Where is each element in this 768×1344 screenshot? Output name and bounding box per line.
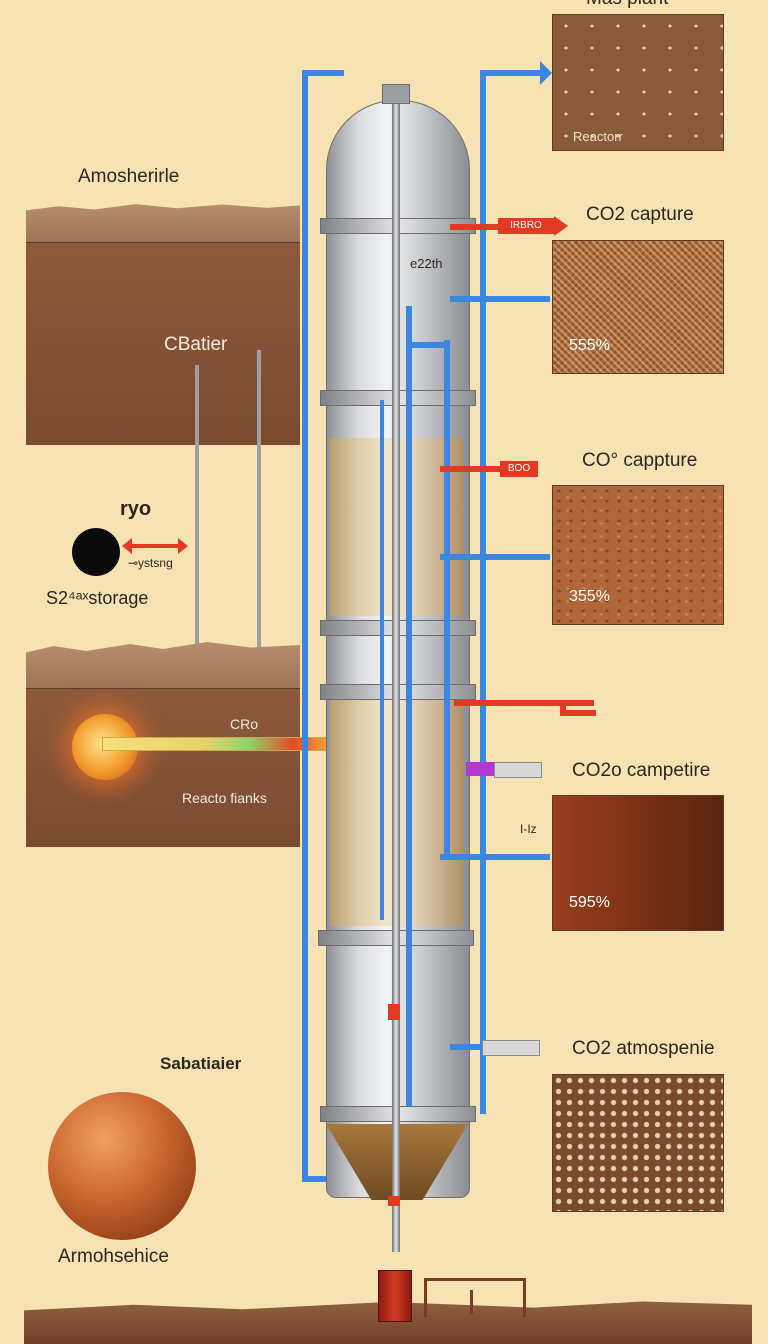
left-outer-pipe-top xyxy=(302,70,344,76)
bench-frame xyxy=(424,1278,526,1317)
storage-sphere-icon xyxy=(72,528,120,576)
purple-tag xyxy=(466,762,494,776)
atmosphere-label: Amosherirle xyxy=(78,166,180,187)
red-tag-mid: BOO xyxy=(500,461,538,477)
inner-pipe-elbow xyxy=(406,342,450,348)
column-tag: e22th xyxy=(410,256,443,271)
panel-3-title: CO° cappture xyxy=(582,450,698,471)
panel-2-title: CO2 capture xyxy=(586,204,694,225)
panel-reactor-caption: Reactorr xyxy=(573,129,623,144)
panel-2-pct: 555% xyxy=(569,337,610,354)
double-arrow-right-head xyxy=(178,538,188,554)
right-outer-pipe-vertical xyxy=(480,70,486,1114)
left-outer-pipe-vertical xyxy=(302,70,308,1182)
panel-reactor: Reactorr xyxy=(552,14,724,151)
panel-4-title: CO2o campetire xyxy=(572,760,711,781)
right-outer-arrow-head xyxy=(540,61,552,85)
top-plant-label: Mas plant xyxy=(586,0,668,10)
connector-pipe-2 xyxy=(440,554,550,560)
lower-grey-tag xyxy=(482,1040,540,1056)
inner-pipe-2 xyxy=(444,340,450,860)
column-top-cap xyxy=(382,84,410,104)
panel-3-pct: 355% xyxy=(569,588,610,605)
red-connector-lower-drop xyxy=(560,700,566,716)
double-arrow-left-head xyxy=(122,538,132,554)
double-arrow-icon xyxy=(130,544,178,548)
storage-label: S2⁴ᵃˣstorage xyxy=(46,588,149,608)
panel-co2-campetire: 595% xyxy=(552,795,724,931)
inner-pipe-3 xyxy=(380,400,384,920)
red-connector-top xyxy=(450,224,498,230)
sabatier-label: Sabatiaier xyxy=(160,1054,242,1073)
small-tag: I-Iz xyxy=(520,822,537,836)
column-spine xyxy=(392,92,400,1252)
bottom-valve-red-2 xyxy=(388,1196,400,1206)
down-arrow-right xyxy=(257,350,261,675)
cro-label: CRo xyxy=(230,716,259,732)
pump-base xyxy=(378,1270,412,1322)
cbatier-label: CBatier xyxy=(164,334,228,355)
connector-pipe-1 xyxy=(450,296,550,302)
panel-co2-atmosphere xyxy=(552,1074,724,1212)
connector-pipe-3 xyxy=(440,854,550,860)
heat-pipe xyxy=(102,737,328,751)
panel-5-title: CO2 atmospenie xyxy=(572,1038,715,1059)
red-connector-lower-end xyxy=(560,710,596,716)
inner-pipe-1 xyxy=(406,306,412,1106)
mars-planet-icon xyxy=(48,1092,196,1240)
red-tag-top-head xyxy=(554,216,568,236)
bottom-atmosphere-label: Armohsehice xyxy=(58,1246,169,1267)
reactor-tanks-label: Reacto fianks xyxy=(182,790,267,806)
connector-pipe-4 xyxy=(450,1044,482,1050)
panel-4-pct: 595% xyxy=(569,894,610,911)
left-outer-pipe-bottom xyxy=(302,1176,348,1182)
bench-leg xyxy=(470,1290,473,1314)
bottom-valve-red xyxy=(388,1004,400,1020)
ryo-label: ryo xyxy=(120,498,152,520)
grey-tag xyxy=(494,762,542,778)
panel-co2-capture-1: 555% xyxy=(552,240,724,374)
arrow-tag: ⊸ystsng xyxy=(128,556,173,570)
red-tag-top: IRBRO xyxy=(498,218,554,234)
right-outer-pipe-top xyxy=(480,70,542,76)
down-arrow-left xyxy=(195,365,199,675)
red-connector-mid xyxy=(440,466,500,472)
red-connector-lower xyxy=(454,700,594,706)
panel-co2-capture-2: 355% xyxy=(552,485,724,625)
